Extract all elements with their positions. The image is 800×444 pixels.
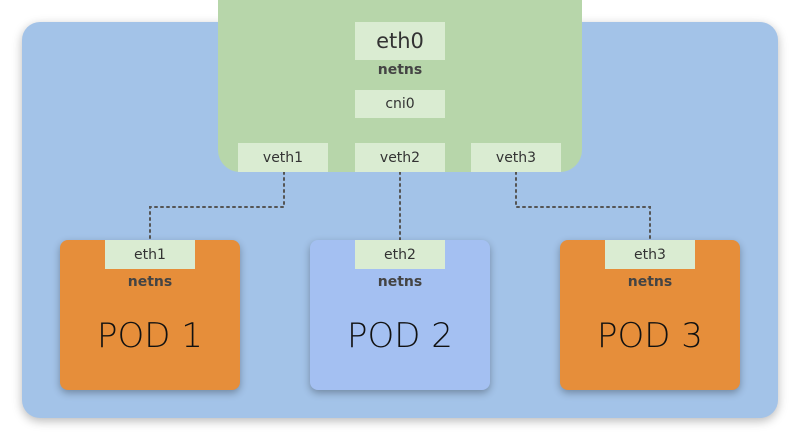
veth1-interface[interactable]: veth1 — [238, 143, 328, 172]
veth3-interface[interactable]: veth3 — [471, 143, 561, 172]
pod-3-box[interactable]: eth3 netns POD 3 — [560, 240, 740, 390]
pod-3-eth-interface[interactable]: eth3 — [605, 240, 695, 269]
pod-2-title: POD 2 — [347, 316, 453, 356]
host-netns-label: netns — [377, 62, 423, 78]
pod-2-box[interactable]: eth2 netns POD 2 — [310, 240, 490, 390]
pod-1-box[interactable]: eth1 netns POD 1 — [60, 240, 240, 390]
host-eth0-interface[interactable]: eth0 — [355, 22, 445, 60]
link-veth1-eth1 — [149, 171, 285, 241]
pod-1-title: POD 1 — [97, 316, 203, 356]
veth2-interface[interactable]: veth2 — [355, 143, 445, 172]
cni0-bridge[interactable]: cni0 — [355, 90, 445, 118]
pod-2-eth-interface[interactable]: eth2 — [355, 240, 445, 269]
pod-3-title: POD 3 — [597, 316, 703, 356]
link-veth3-eth3 — [515, 171, 651, 241]
pod-1-netns-label: netns — [127, 274, 173, 290]
pod-3-netns-label: netns — [627, 274, 673, 290]
pod-1-eth-interface[interactable]: eth1 — [105, 240, 195, 269]
pod-2-netns-label: netns — [377, 274, 423, 290]
